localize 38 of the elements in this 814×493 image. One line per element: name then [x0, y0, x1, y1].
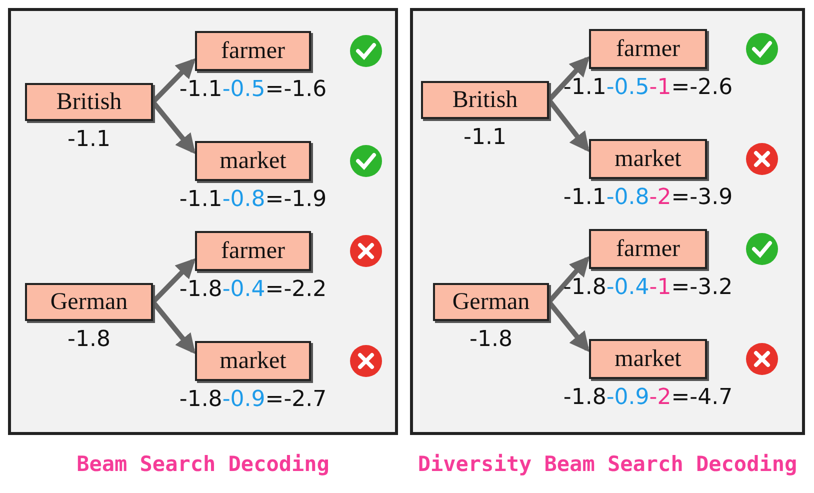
word-box — [589, 339, 707, 379]
panel-caption: Diversity Beam Search Decoding — [416, 452, 798, 476]
word-label: market — [220, 148, 286, 174]
score-label: -1.1 — [464, 125, 506, 150]
word-label: farmer — [616, 36, 680, 62]
word-box — [433, 283, 549, 321]
word-box — [25, 83, 153, 121]
word-label: British — [56, 88, 122, 116]
score-label: -1.8 — [68, 327, 110, 352]
word-label: farmer — [221, 238, 285, 264]
score-label: -1.8-0.4=-2.2 — [179, 277, 327, 302]
word-label: British — [452, 86, 518, 114]
word-box — [589, 139, 707, 179]
word-label: market — [220, 348, 286, 374]
panel-caption: Beam Search Decoding — [76, 452, 330, 476]
word-label: farmer — [221, 38, 285, 64]
score-label: -1.8-0.9-2=-4.7 — [563, 385, 733, 410]
word-box — [589, 229, 707, 269]
word-box — [195, 141, 311, 181]
word-label: farmer — [616, 236, 680, 262]
word-box — [421, 81, 549, 119]
word-box — [195, 231, 311, 271]
score-label: -1.8-0.4-1=-3.2 — [563, 275, 733, 300]
score-label: -1.1-0.5-1=-2.6 — [563, 75, 733, 100]
score-label: -1.1-0.5=-1.6 — [179, 77, 327, 102]
score-label: -1.1 — [68, 127, 110, 152]
score-label: -1.8-0.9=-2.7 — [179, 387, 327, 412]
word-label: German — [452, 288, 530, 316]
word-box — [589, 29, 707, 69]
word-box — [25, 283, 153, 321]
word-box — [195, 31, 311, 71]
score-label: -1.1-0.8=-1.9 — [179, 187, 327, 212]
word-label: market — [614, 146, 682, 172]
word-label: German — [50, 288, 128, 316]
word-box — [195, 341, 311, 381]
word-label: market — [614, 346, 682, 372]
score-label: -1.1-0.8-2=-3.9 — [563, 185, 733, 210]
score-label: -1.8 — [470, 327, 512, 352]
